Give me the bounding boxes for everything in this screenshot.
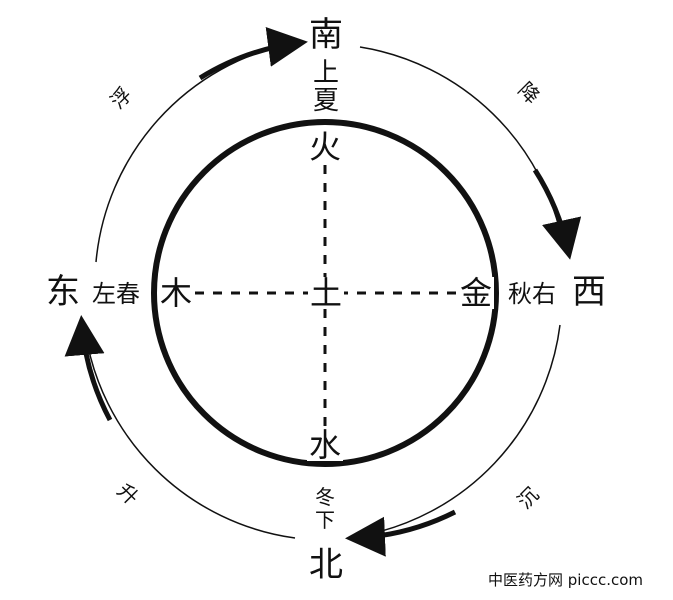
element-metal: 金: [458, 274, 495, 312]
north-lower-label: 下: [315, 508, 335, 532]
east-spring-label: 左春: [92, 280, 140, 308]
arc-sink-heavy: [345, 509, 457, 557]
south-summer-label: 夏: [313, 86, 340, 116]
direction-east: 东: [46, 272, 80, 312]
arc-sink: [359, 324, 561, 537]
direction-north: 北: [309, 545, 343, 585]
element-wood: 木: [158, 274, 195, 312]
direction-west: 西: [572, 272, 606, 312]
north-winter-label: 冬: [315, 485, 335, 509]
inner-circle: [151, 119, 499, 467]
arc-float-heavy: [198, 27, 308, 81]
south-upper-label: 上: [313, 58, 340, 88]
element-water: 水: [307, 426, 344, 464]
west-autumn-label: 秋右: [508, 280, 556, 308]
arc-descend-heavy: [532, 168, 582, 260]
element-fire: 火: [307, 128, 344, 166]
watermark: 中医药方网 piccc.com: [488, 571, 644, 589]
arc-rise-heavy: [64, 315, 113, 422]
arc-rise: [84, 329, 296, 539]
element-earth: 土: [308, 274, 345, 312]
direction-south: 南: [309, 15, 343, 55]
arc-descend: [359, 46, 564, 246]
arc-float: [95, 42, 294, 263]
